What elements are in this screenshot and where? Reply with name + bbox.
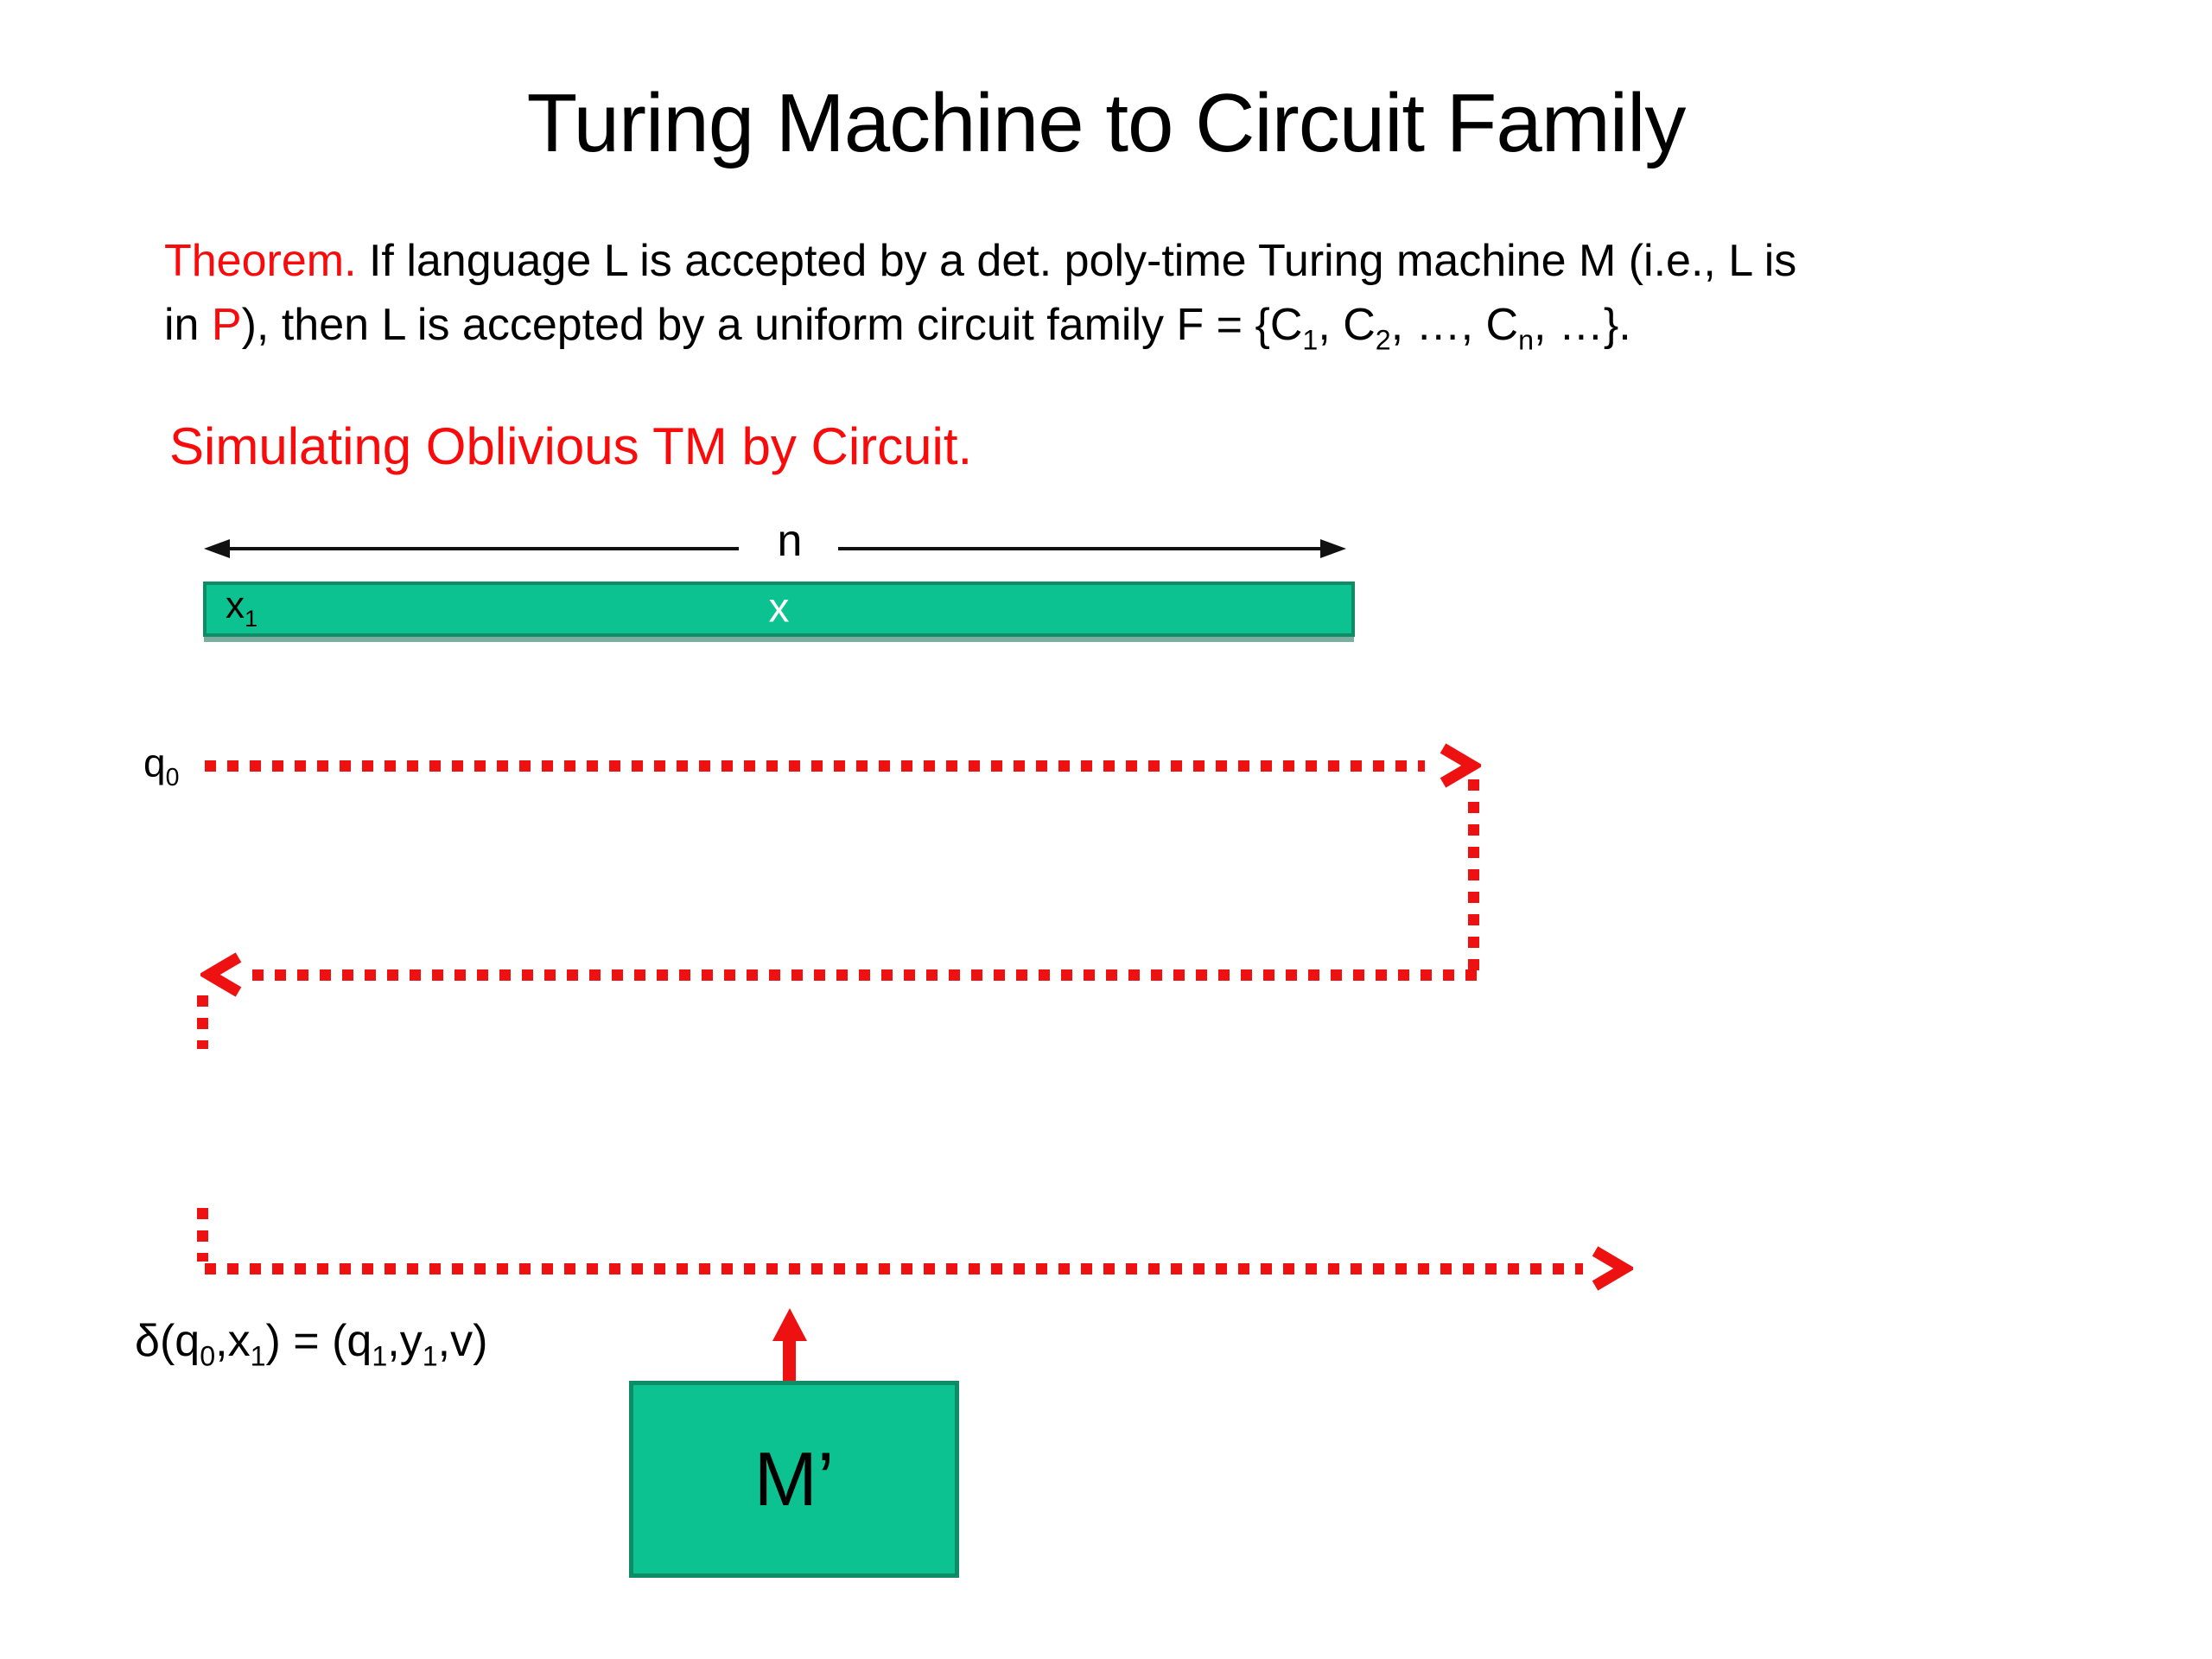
machine-output-arrow-shaft — [783, 1338, 796, 1384]
theorem-text-2a: in — [164, 300, 212, 350]
theorem-text-2d: , …, C — [1390, 300, 1519, 350]
head-path-descend-right — [1468, 779, 1479, 980]
theorem-line-2: in P), then L is accepted by a uniform c… — [164, 299, 1631, 356]
head-path-sweep-right — [205, 760, 1425, 772]
head-path-stub-upper — [197, 995, 208, 1049]
head-path-stub-lower — [197, 1208, 208, 1262]
head-path-final-sweep — [205, 1263, 1583, 1274]
section-heading: Simulating Oblivious TM by Circuit. — [169, 417, 973, 475]
input-tape: x1 x — [203, 582, 1355, 637]
theorem-p: P — [211, 300, 242, 350]
theorem-text-2e: , …}. — [1534, 300, 1631, 350]
theorem-sub-2: 2 — [1375, 324, 1391, 356]
q0-label: q0 — [143, 741, 180, 792]
head-path-arrow-left-icon — [200, 950, 247, 999]
tape-x-label: x — [768, 585, 790, 632]
head-path-sweep-left — [252, 969, 1479, 981]
page-title: Turing Machine to Circuit Family — [526, 77, 1687, 169]
n-label: n — [777, 516, 803, 566]
machine-label: M’ — [753, 1436, 835, 1522]
theorem-sub-n: n — [1518, 324, 1535, 356]
theorem-text-2c: , C — [1318, 300, 1376, 350]
n-arrowhead-left-icon — [204, 539, 230, 558]
theorem-text-2b: ), then L is accepted by a uniform circu… — [241, 300, 1303, 350]
n-arrow-line-left — [223, 547, 739, 550]
delta-equation: δ(q0,x1) = (q1,y1,v) — [135, 1316, 488, 1372]
tape-cell-x1-label: x1 — [226, 583, 258, 632]
machine-box: M’ — [629, 1381, 959, 1578]
theorem-sub-1: 1 — [1302, 324, 1319, 356]
theorem-label: Theorem. — [164, 236, 357, 286]
theorem-text-1: If language L is accepted by a det. poly… — [356, 236, 1797, 286]
n-arrowhead-right-icon — [1320, 539, 1346, 558]
machine-output-arrowhead-icon — [772, 1308, 807, 1341]
theorem-line-1: Theorem. If language L is accepted by a … — [164, 235, 1796, 287]
head-path-arrow-final-icon — [1586, 1244, 1633, 1293]
head-path-arrow-right-icon — [1434, 741, 1481, 790]
n-arrow-line-right — [838, 547, 1322, 550]
